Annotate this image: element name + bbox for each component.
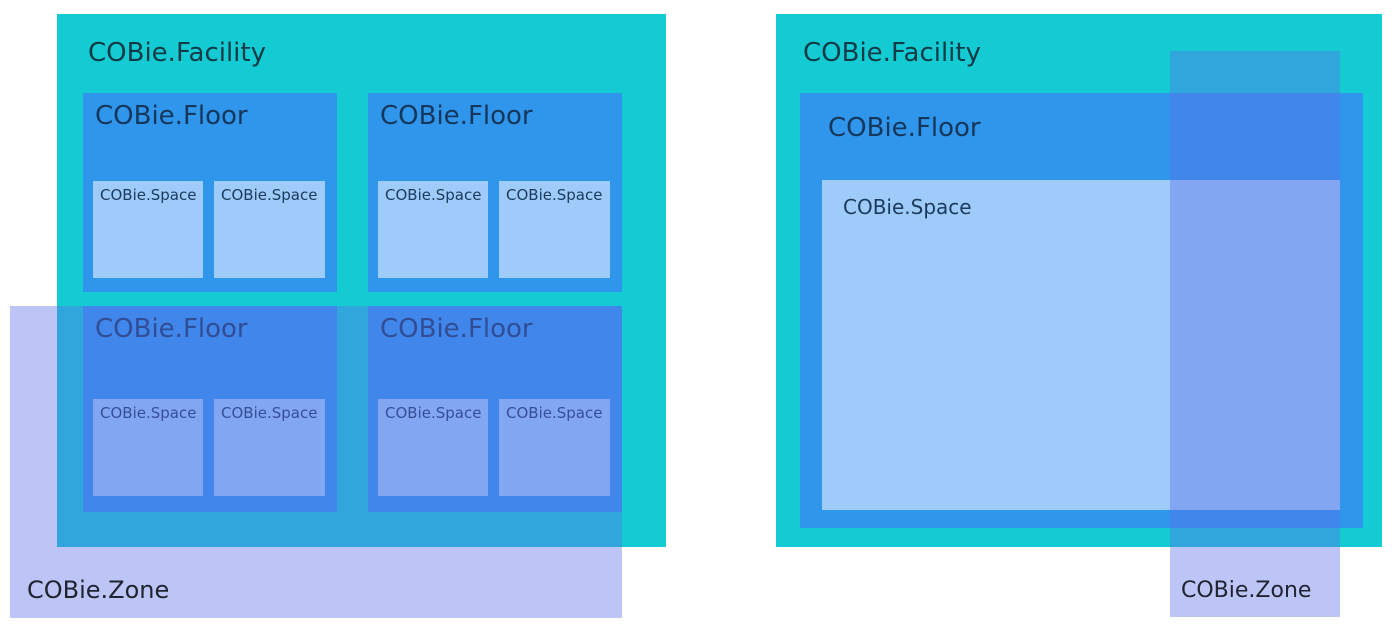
space-box: COBie.Space: [214, 181, 325, 278]
facility-label: COBie.Facility: [88, 38, 266, 68]
space-label: COBie.Space: [506, 404, 603, 422]
space-box: COBie.Space: [93, 181, 203, 278]
zone-overlay-right: COBie.Zone: [1170, 51, 1340, 617]
space-box: COBie.Space: [378, 399, 488, 496]
facility-box-right: COBie.Facility COBie.Floor COBie.Space: [776, 14, 1382, 547]
space-box: COBie.Space: [378, 181, 488, 278]
zone-label: COBie.Zone: [1181, 578, 1312, 603]
floor-box: COBie.Floor COBie.Space COBie.Space: [83, 306, 337, 512]
space-label: COBie.Space: [221, 404, 318, 422]
space-label: COBie.Space: [506, 186, 603, 204]
floor-label: COBie.Floor: [380, 101, 533, 131]
space-label: COBie.Space: [100, 404, 197, 422]
space-box: COBie.Space: [499, 399, 610, 496]
facility-label: COBie.Facility: [803, 38, 981, 68]
space-label: COBie.Space: [100, 186, 197, 204]
floor-label: COBie.Floor: [380, 314, 533, 344]
space-label: COBie.Space: [843, 195, 972, 219]
facility-box-left: COBie.Facility COBie.Floor COBie.Space C…: [57, 14, 666, 547]
zone-label: COBie.Zone: [27, 576, 170, 604]
space-box: COBie.Space: [822, 180, 1340, 510]
floor-label: COBie.Floor: [95, 314, 248, 344]
floor-box: COBie.Floor COBie.Space COBie.Space: [368, 306, 622, 512]
space-label: COBie.Space: [385, 186, 482, 204]
floor-box: COBie.Floor COBie.Space COBie.Space: [83, 93, 337, 292]
space-label: COBie.Space: [221, 186, 318, 204]
floor-label: COBie.Floor: [95, 101, 248, 131]
floor-box: COBie.Floor COBie.Space COBie.Space: [368, 93, 622, 292]
floor-label: COBie.Floor: [828, 113, 981, 143]
floor-box: COBie.Floor COBie.Space: [800, 93, 1363, 528]
space-box: COBie.Space: [214, 399, 325, 496]
space-label: COBie.Space: [385, 404, 482, 422]
zone-overlay-left: COBie.Zone: [10, 306, 622, 618]
space-box: COBie.Space: [499, 181, 610, 278]
space-box: COBie.Space: [93, 399, 203, 496]
